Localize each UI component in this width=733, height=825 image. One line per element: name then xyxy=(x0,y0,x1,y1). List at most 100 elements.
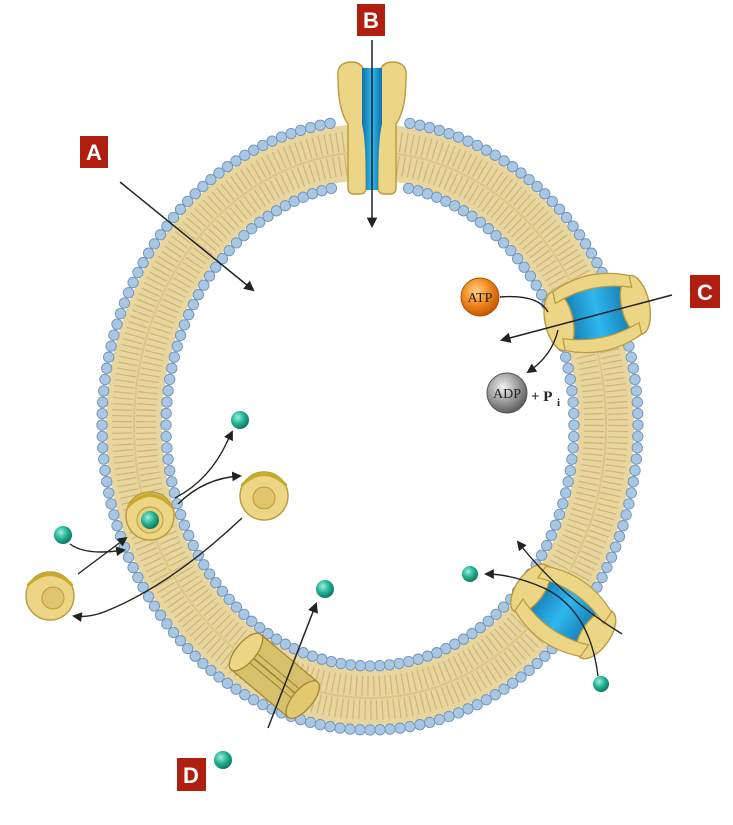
phospholipid-head xyxy=(162,453,174,465)
phospholipid-head xyxy=(216,253,229,265)
phospholipid-head xyxy=(489,689,501,701)
phospholipid-head xyxy=(449,200,461,212)
phospholipid-head xyxy=(161,618,173,630)
phospholipid-head xyxy=(101,362,113,374)
phospholipid-head xyxy=(230,237,243,249)
phospholipid-head xyxy=(344,723,356,735)
solute-particle xyxy=(141,511,159,529)
phospholipid-head xyxy=(174,508,187,521)
phospholipid-head xyxy=(462,703,474,715)
phospholipid-head xyxy=(167,626,180,639)
phospholipid-head xyxy=(440,195,452,207)
phospholipid-head xyxy=(178,319,191,331)
phospholipid-head xyxy=(101,476,113,488)
phospholipid-head xyxy=(103,351,115,363)
phospholipid-head xyxy=(316,185,328,197)
phospholipid-head xyxy=(270,205,283,217)
phospholipid-head xyxy=(164,373,176,386)
phospholipid-head xyxy=(443,127,455,140)
phospholipid-head xyxy=(122,287,135,299)
label-a: A xyxy=(80,136,108,168)
phospholipid-head xyxy=(270,633,283,645)
phospholipid-head xyxy=(393,657,405,670)
phospholipid-head xyxy=(160,430,172,443)
phospholipid-head xyxy=(452,707,465,719)
phospholipid-head xyxy=(230,601,243,613)
phospholipid-head xyxy=(161,396,173,408)
phospholipid-head xyxy=(433,124,446,137)
phospholipid-head xyxy=(238,229,250,242)
phospholipid-head xyxy=(213,167,225,179)
phospholipid-head xyxy=(132,266,144,279)
phospholipid-head xyxy=(197,180,209,193)
phospholipid-head xyxy=(374,660,386,672)
solute-particle xyxy=(214,751,232,769)
phospholipid-head xyxy=(257,698,269,711)
phospholipid-head xyxy=(137,257,149,269)
phospholipid-head xyxy=(627,362,639,374)
label-b: B xyxy=(357,4,385,36)
phospholipid-head xyxy=(105,340,117,352)
phospholipid-head xyxy=(546,195,558,208)
phospholipid-head xyxy=(96,419,108,431)
phospholipid-head xyxy=(183,308,195,321)
phospholipid-head xyxy=(294,124,307,137)
phospholipid-head xyxy=(108,329,120,341)
phospholipid-head xyxy=(560,211,573,224)
phospholipid-head xyxy=(620,509,632,521)
phospholipid-head xyxy=(203,568,216,580)
phospholipid-head xyxy=(114,307,127,320)
phospholipid-head xyxy=(99,373,111,386)
phospholipid-head xyxy=(629,373,641,386)
phospholipid-head xyxy=(324,720,336,733)
phospholipid-head xyxy=(230,155,242,167)
phospholipid-head xyxy=(490,608,502,621)
phospholipid-head xyxy=(213,671,225,683)
phospholipid-head xyxy=(414,119,426,131)
phospholipid-head xyxy=(482,223,494,235)
arrow-a-pointer xyxy=(119,181,255,292)
phospholipid-head xyxy=(498,683,510,695)
phospholipid-head xyxy=(239,149,251,161)
phospholipid-head xyxy=(314,119,326,131)
phospholipid-head xyxy=(162,385,174,397)
label-b-text: B xyxy=(363,8,379,33)
phospholipid-head xyxy=(518,261,530,273)
phospholipid-head xyxy=(275,131,288,143)
phospholipid-head xyxy=(154,229,167,241)
phospholipid-head xyxy=(573,229,586,241)
phospholipid-head xyxy=(192,289,205,301)
phospholipid-head xyxy=(111,520,123,532)
plus-phosphate-label: + P xyxy=(531,389,552,405)
phospholipid-head xyxy=(630,453,642,465)
atp-pump-protein xyxy=(543,272,652,354)
phospholipid-head xyxy=(560,351,572,363)
bilayer-tail-lines-outer xyxy=(112,130,628,720)
atp-molecule: ATP xyxy=(460,277,500,317)
phospholipid-head xyxy=(414,719,426,731)
arrow-disc-to-inside xyxy=(177,471,242,505)
phospholipid-head xyxy=(304,121,317,134)
channel-protein-d xyxy=(228,632,321,719)
phospholipid-head xyxy=(553,508,566,521)
phospholipid-head xyxy=(632,407,644,420)
arrow-c-pump xyxy=(499,294,673,343)
phospholipid-head xyxy=(466,628,478,640)
phospholipid-head xyxy=(535,549,548,561)
phospholipid-head xyxy=(524,270,537,282)
phospholipid-head xyxy=(246,615,258,627)
phospholipid-head xyxy=(132,571,144,584)
phospholipid-head xyxy=(97,442,109,454)
label-d: D xyxy=(177,758,206,791)
phospholipid-head xyxy=(221,677,234,689)
phospholipid-head xyxy=(567,220,579,232)
phospholipid-head xyxy=(160,419,172,431)
phospholipid-head xyxy=(354,660,366,672)
phospholipid-head xyxy=(161,442,173,454)
phospholipid-head xyxy=(383,659,396,671)
phospholipid-head xyxy=(629,464,641,477)
phospholipid-head xyxy=(96,407,108,420)
phospholipid-head xyxy=(210,261,222,273)
phospholipid-head xyxy=(462,135,474,147)
